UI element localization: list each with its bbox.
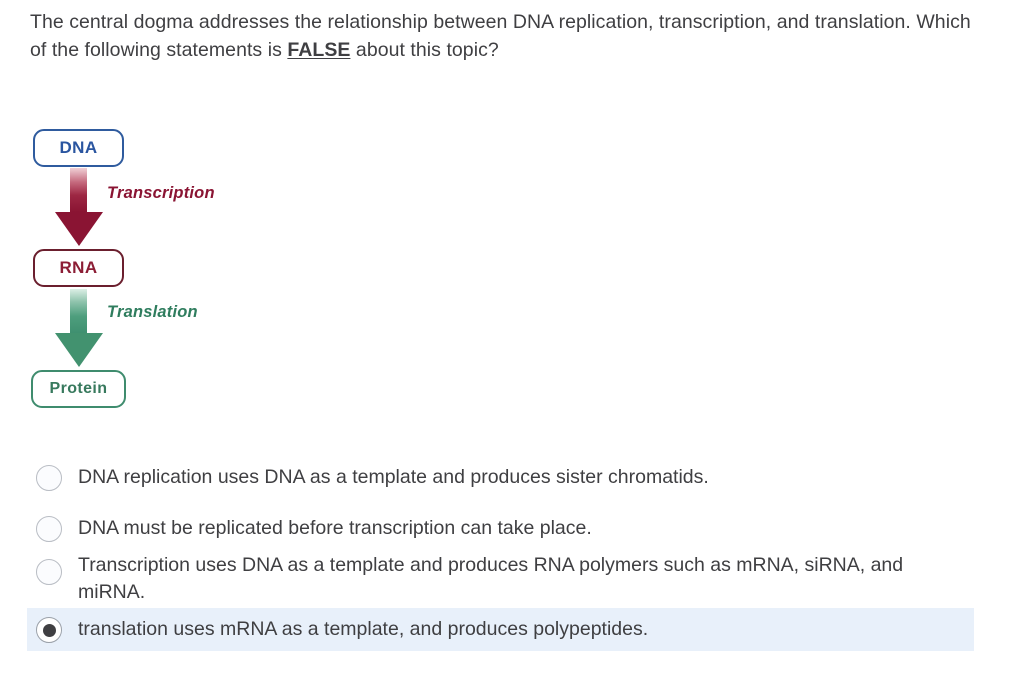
answer-option-a-label: DNA replication uses DNA as a template a… — [78, 466, 709, 488]
transcription-arrow-head — [55, 212, 103, 246]
answer-option-b[interactable]: DNA must be replicated before transcript… — [27, 507, 974, 550]
diagram-node-dna: DNA — [33, 129, 124, 167]
transcription-arrow-shaft — [70, 168, 87, 212]
radio-button-option-c[interactable] — [36, 559, 62, 585]
question-emphasis-false: FALSE — [287, 39, 351, 61]
answer-option-d[interactable]: translation uses mRNA as a template, and… — [27, 608, 974, 651]
question-text-after: about this topic? — [350, 39, 499, 61]
translation-arrow-label: Translation — [107, 303, 198, 321]
diagram-node-protein-label: Protein — [49, 380, 108, 397]
radio-button-option-d[interactable] — [36, 617, 62, 643]
answer-option-c-label: Transcription uses DNA as a template and… — [78, 554, 904, 603]
question-stem: The central dogma addresses the relation… — [30, 8, 980, 64]
diagram-node-rna-label: RNA — [59, 258, 98, 277]
radio-button-option-a[interactable] — [36, 465, 62, 491]
central-dogma-diagram: DNA Transcription RNA Translation Protei… — [26, 120, 306, 420]
transcription-arrow-icon — [55, 168, 103, 246]
diagram-node-protein: Protein — [31, 370, 126, 408]
translation-arrow-icon — [55, 289, 103, 367]
answer-option-d-label: translation uses mRNA as a template, and… — [78, 618, 649, 640]
transcription-arrow-label: Transcription — [107, 184, 215, 202]
question-text-before: The central dogma addresses the relation… — [30, 11, 971, 61]
translation-arrow-head — [55, 333, 103, 367]
answer-option-a[interactable]: DNA replication uses DNA as a template a… — [27, 456, 974, 499]
diagram-node-rna: RNA — [33, 249, 124, 287]
radio-button-option-b[interactable] — [36, 516, 62, 542]
translation-arrow-shaft — [70, 289, 87, 333]
answer-options-list: DNA replication uses DNA as a template a… — [0, 456, 1024, 651]
answer-option-b-label: DNA must be replicated before transcript… — [78, 517, 592, 539]
answer-option-c[interactable]: Transcription uses DNA as a template and… — [27, 550, 974, 608]
diagram-node-dna-label: DNA — [59, 138, 98, 157]
